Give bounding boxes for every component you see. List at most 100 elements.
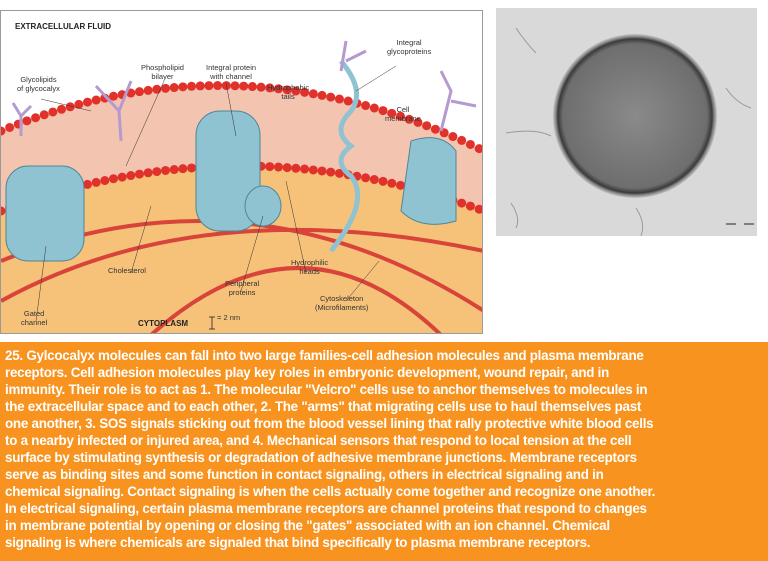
text-line: In electrical signaling, certain plasma … — [5, 501, 647, 516]
phospholipid-head — [317, 90, 327, 100]
debris — [505, 27, 752, 237]
phospholipid-head — [100, 176, 110, 186]
phospholipid-head — [213, 81, 223, 91]
peripheral-protein — [244, 185, 282, 227]
phospholipid-head — [457, 135, 467, 145]
phospholipid-head — [343, 96, 353, 106]
phospholipid-head — [265, 162, 275, 172]
phospholipid-head — [239, 81, 249, 91]
label-scale: = 2 nm — [217, 313, 241, 322]
phospholipid-head — [474, 144, 482, 154]
phospholipid-head — [178, 82, 188, 92]
phospholipid-head — [308, 89, 318, 99]
text-line: receptors. Cell adhesion molecules play … — [5, 365, 610, 380]
text-line: signaling is where chemicals are signale… — [5, 535, 591, 550]
phospholipid-head — [143, 85, 153, 95]
phospholipid-head — [282, 85, 292, 95]
phospholipid-head — [256, 82, 266, 92]
text-line: chemical signaling. Contact signaling is… — [5, 484, 656, 499]
phospholipid-head — [152, 167, 162, 177]
phospholipid-head — [152, 84, 162, 94]
text-line: to a nearby infected or injured area, an… — [5, 433, 632, 448]
phospholipid-head — [361, 101, 371, 111]
phospholipid-head — [204, 81, 214, 91]
text-line: 25. Gylcocalyx molecules can fall into t… — [5, 348, 644, 363]
phospholipid-head — [334, 168, 344, 178]
phospholipid-head — [273, 84, 283, 94]
phospholipid-head — [457, 198, 467, 208]
label-cytoskeleton: Cytoskeleton(Microfilaments) — [315, 294, 369, 312]
electron-micrograph — [496, 8, 757, 237]
phospholipid-head — [422, 121, 432, 131]
microfilament — [1, 227, 482, 303]
phospholipid-head — [22, 116, 32, 126]
text-line: one another, 3. SOS signals sticking out… — [5, 416, 654, 431]
phospholipid-head — [91, 177, 101, 187]
phospholipid-head — [247, 82, 257, 92]
phospholipid-head — [169, 165, 179, 175]
phospholipid-head — [369, 175, 379, 185]
phospholipid-head — [326, 92, 336, 102]
phospholipid-head — [430, 124, 440, 134]
microfilament — [150, 266, 442, 333]
cell-micrograph-image — [496, 8, 757, 237]
phospholipid-head — [273, 162, 283, 172]
phospholipid-head — [178, 164, 188, 174]
phospholipid-head — [161, 165, 171, 175]
phospholipid-head — [134, 169, 144, 179]
integral-glycoprotein-helix — [329, 59, 361, 253]
phospholipid-head — [230, 81, 240, 91]
phospholipid-head — [65, 102, 75, 112]
phospholipid-head — [1, 206, 6, 216]
phospholipid-head — [5, 122, 15, 132]
integral-glycoprotein — [400, 137, 457, 225]
phospholipid-head — [334, 94, 344, 104]
phospholipid-head — [161, 83, 171, 93]
phospholipid-head — [31, 113, 41, 123]
label-cholesterol: Cholesterol — [108, 266, 146, 275]
phospholipid-head — [404, 114, 414, 124]
phospholipid-head — [100, 93, 110, 103]
phospholipid-head — [57, 104, 67, 114]
phospholipid-head — [395, 180, 405, 190]
phospholipid-head — [265, 83, 275, 93]
text-line: serve as binding sites and some function… — [5, 467, 604, 482]
phospholipid-head — [378, 176, 388, 186]
phospholipid-head — [465, 201, 475, 211]
cell-body — [553, 34, 717, 198]
scale-bar — [209, 316, 215, 330]
label-cytoplasm: CYTOPLASM — [138, 319, 189, 328]
phospholipid-head — [195, 81, 205, 91]
text-line: the extracellular space and to each othe… — [5, 399, 642, 414]
integral-channel-protein — [195, 110, 261, 232]
phospholipid-head — [291, 86, 301, 96]
phospholipid-head — [82, 179, 92, 189]
label-extracellular-fluid: EXTRACELLULAR FLUID — [15, 22, 111, 31]
text-line: surface by stimulating synthesis or degr… — [5, 450, 637, 465]
phospholipid-head — [282, 163, 292, 173]
gated-channel-protein — [5, 165, 85, 262]
phospholipid-head — [326, 167, 336, 177]
phospholipid-head — [39, 110, 49, 120]
phospholipid-head — [187, 163, 197, 173]
phospholipid-head — [143, 168, 153, 178]
phospholipid-head — [91, 95, 101, 105]
phospholipid-head — [82, 97, 92, 107]
phospholipid-head — [134, 87, 144, 97]
membrane-illustration — [1, 11, 482, 333]
text-line: in membrane potential by opening or clos… — [5, 518, 610, 533]
phospholipid-head — [387, 178, 397, 188]
phospholipid-head — [74, 99, 84, 109]
phospholipid-head — [395, 111, 405, 121]
glycocalyx-sugar-chains — [11, 40, 477, 142]
phospholipid-head — [387, 108, 397, 118]
phospholipid-head — [448, 132, 458, 142]
phospholipid-head — [1, 126, 6, 136]
